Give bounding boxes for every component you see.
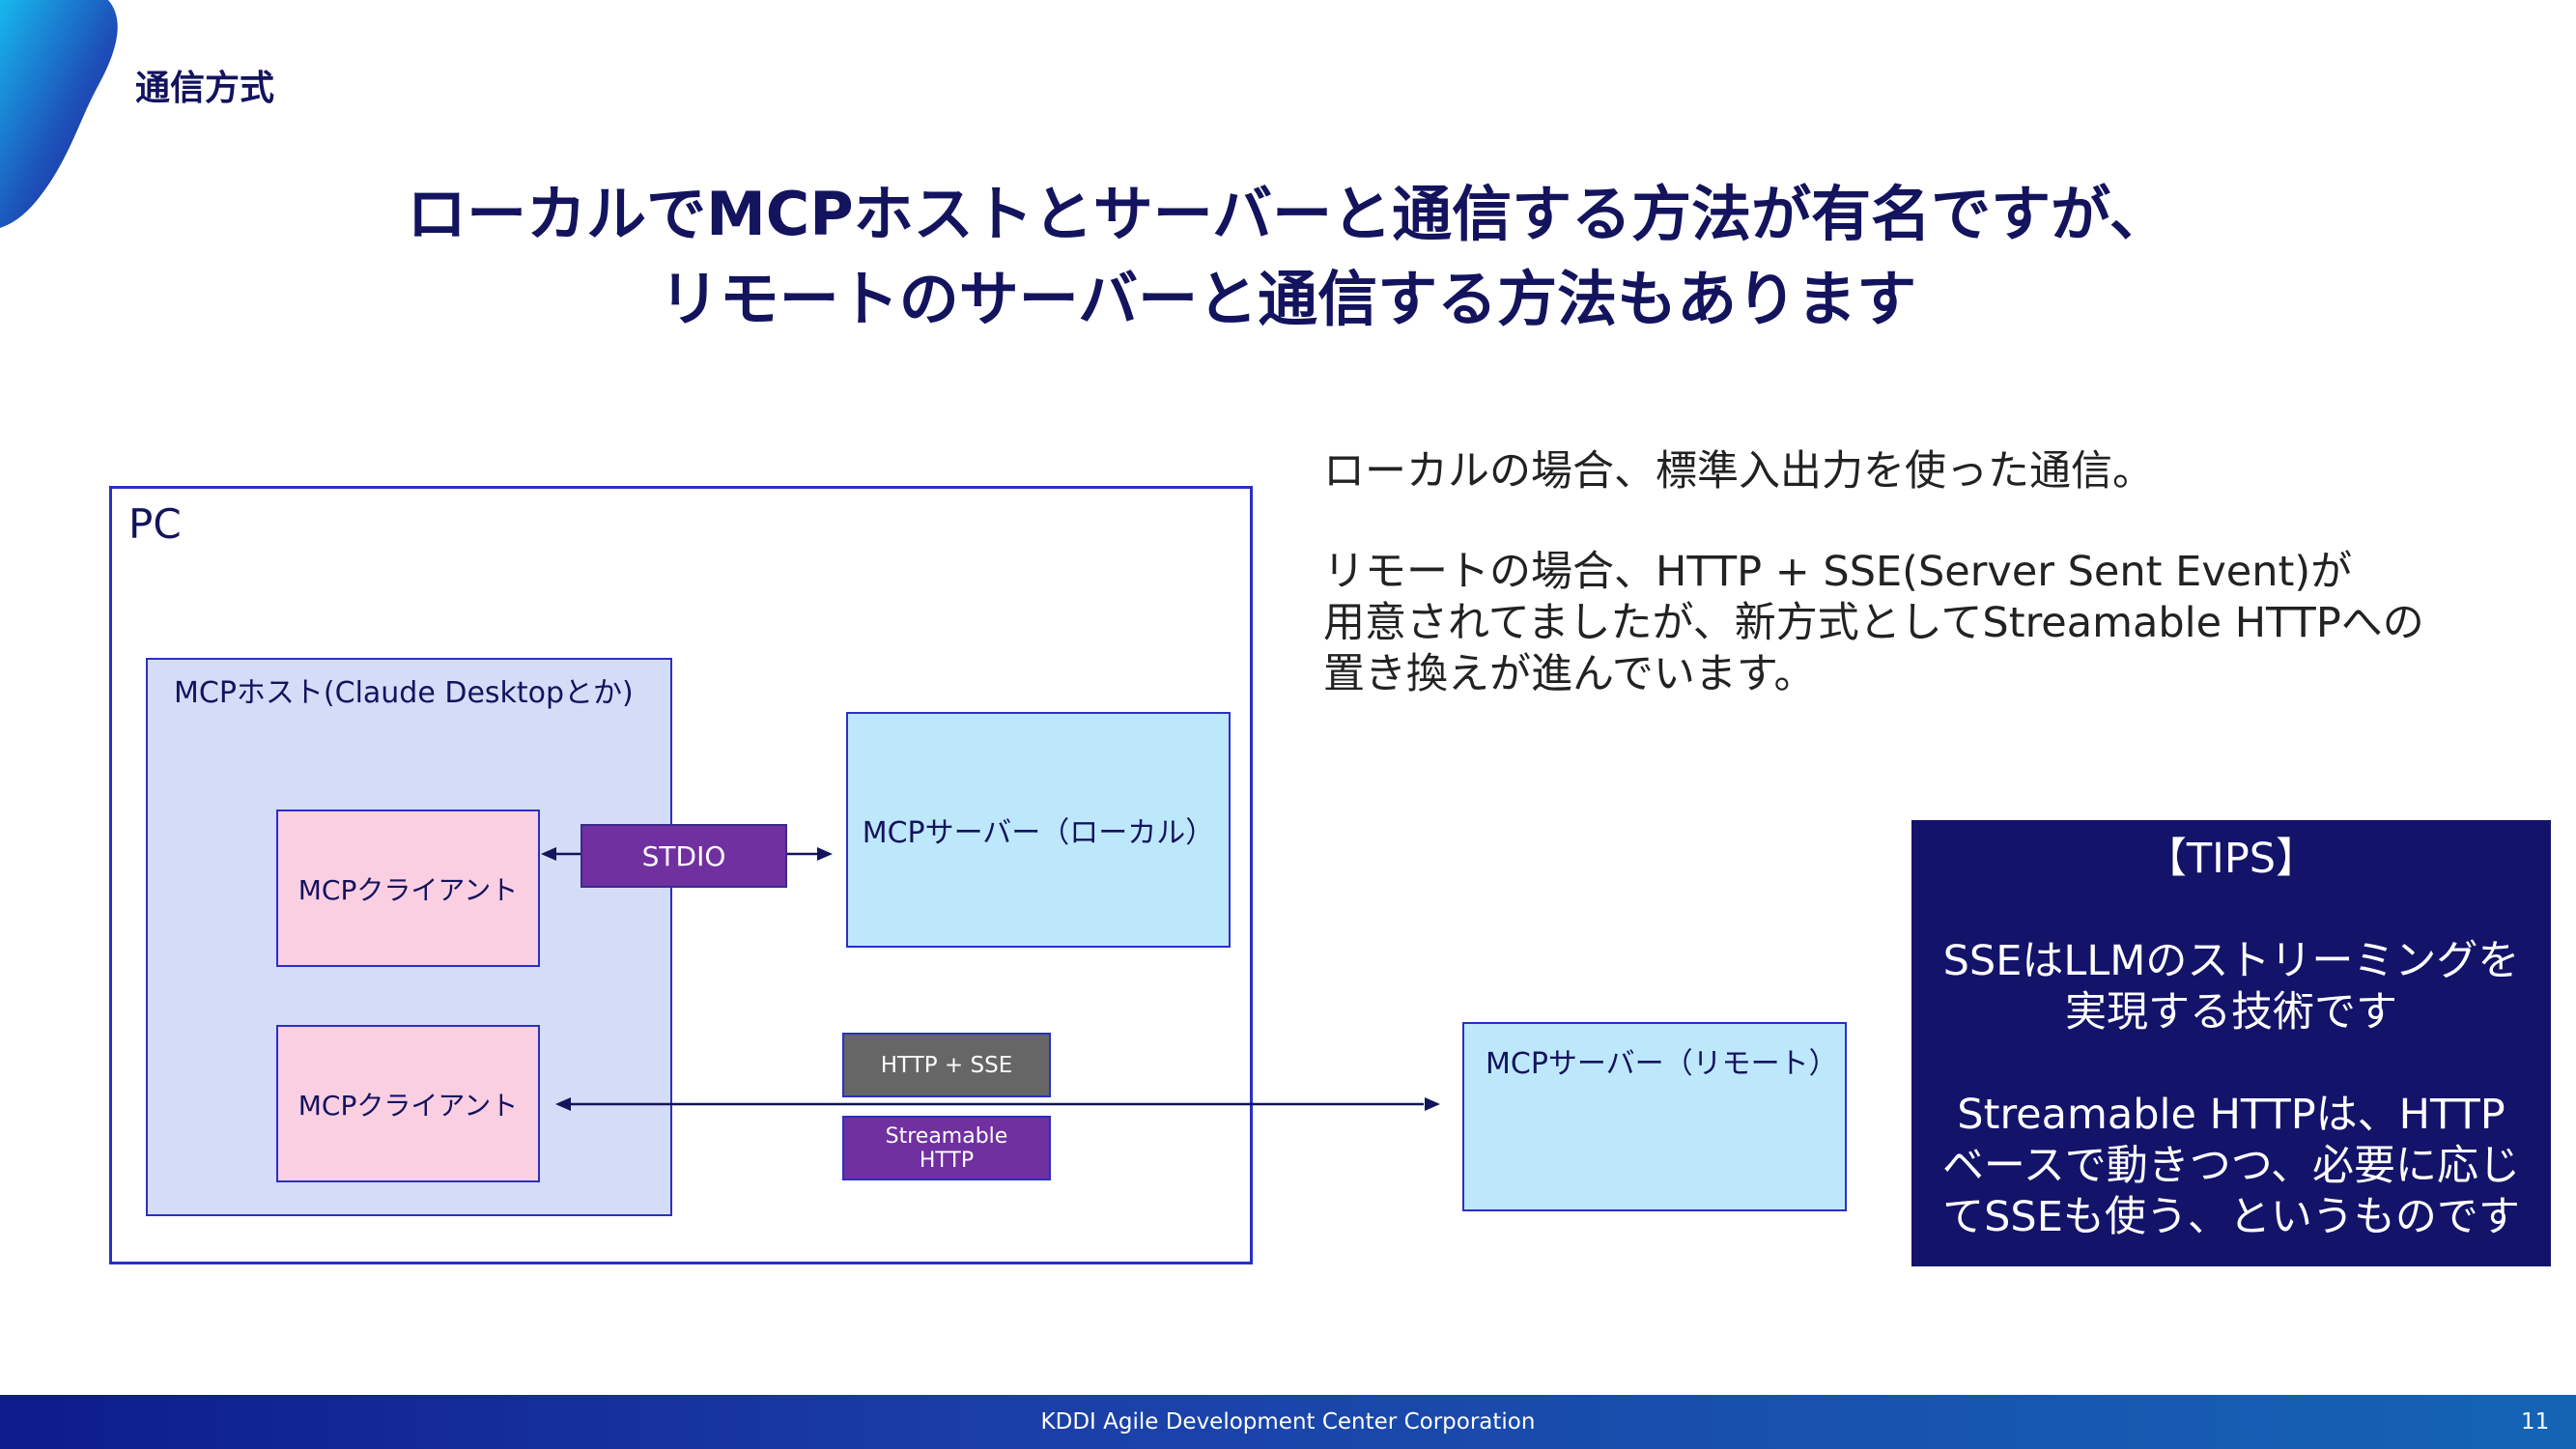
mcp-server-local-label: MCPサーバー（ローカル）	[862, 816, 1215, 850]
mcp-host-label: MCPホスト(Claude Desktopとか)	[174, 676, 634, 710]
tips-box: 【TIPS】 SSEはLLMのストリーミングを 実現する技術です Streama…	[1911, 820, 2551, 1266]
protocol-http-sse-label: HTTP + SSE	[842, 1033, 1051, 1097]
tips-para-2-line-1: Streamable HTTPは、HTTP	[1957, 1091, 2505, 1139]
protocol-streamable-line-1: Streamable	[885, 1123, 1008, 1149]
footer-bar	[0, 1395, 2576, 1449]
tips-para-1-line-1: SSEはLLMのストリーミングを	[1942, 937, 2520, 985]
explanation-para-1: ローカルの場合、標準入出力を使った通信。	[1323, 447, 2154, 496]
protocol-stdio-text: STDIO	[641, 839, 726, 872]
tips-para-2-line-3: てSSEも使う、というものです	[1942, 1193, 2520, 1241]
explanation-para-2-line-1: リモートの場合、HTTP + SSE(Server Sent Event)が	[1323, 548, 2353, 596]
footer-company-name: KDDI Agile Development Center Corporatio…	[1040, 1409, 1536, 1435]
section-label: 通信方式	[135, 69, 275, 108]
mcp-server-local-box: MCPサーバー（ローカル）	[846, 712, 1231, 948]
mcp-client-label-2: MCPクライアント	[297, 1089, 519, 1122]
protocol-http-sse-text: HTTP + SSE	[880, 1052, 1013, 1078]
mcp-server-remote-box: MCPサーバー（リモート）	[1462, 1022, 1847, 1211]
page-number: 11	[2521, 1409, 2550, 1435]
protocol-streamable-line-2: HTTP	[919, 1148, 975, 1173]
title-line-2: リモートのサーバーと通信する方法もあります	[659, 264, 1917, 334]
remote-arrowhead-right	[1425, 1097, 1440, 1111]
protocol-streamable-http-label: Streamable HTTP	[842, 1116, 1051, 1180]
mcp-client-box-1: MCPクライアント	[276, 810, 540, 967]
explanation-para-2-line-2: 用意されてましたが、新方式としてStreamable HTTPへの	[1323, 599, 2424, 647]
pc-label: PC	[128, 500, 182, 548]
explanation-text: ローカルの場合、標準入出力を使った通信。 リモートの場合、HTTP + SSE(…	[1323, 446, 2424, 700]
mcp-client-label-1: MCPクライアント	[297, 873, 519, 906]
tips-para-1-line-2: 実現する技術です	[2065, 988, 2397, 1037]
tips-para-2-line-2: ベースで動きつつ、必要に応じ	[1941, 1142, 2521, 1190]
decorative-corner-shape	[0, 0, 118, 228]
explanation-para-2-line-3: 置き換えが進んでいます。	[1323, 650, 1816, 698]
mcp-client-box-2: MCPクライアント	[276, 1025, 540, 1182]
page-title: ローカルでMCPホストとサーバーと通信する方法が有名ですが、 リモートのサーバー…	[0, 172, 2576, 342]
mcp-server-remote-label: MCPサーバー（リモート）	[1486, 1047, 1838, 1081]
title-line-1: ローカルでMCPホストとサーバーと通信する方法が有名ですが、	[407, 179, 2169, 249]
protocol-stdio-label: STDIO	[580, 824, 787, 888]
tips-title: 【TIPS】	[2144, 835, 2318, 883]
